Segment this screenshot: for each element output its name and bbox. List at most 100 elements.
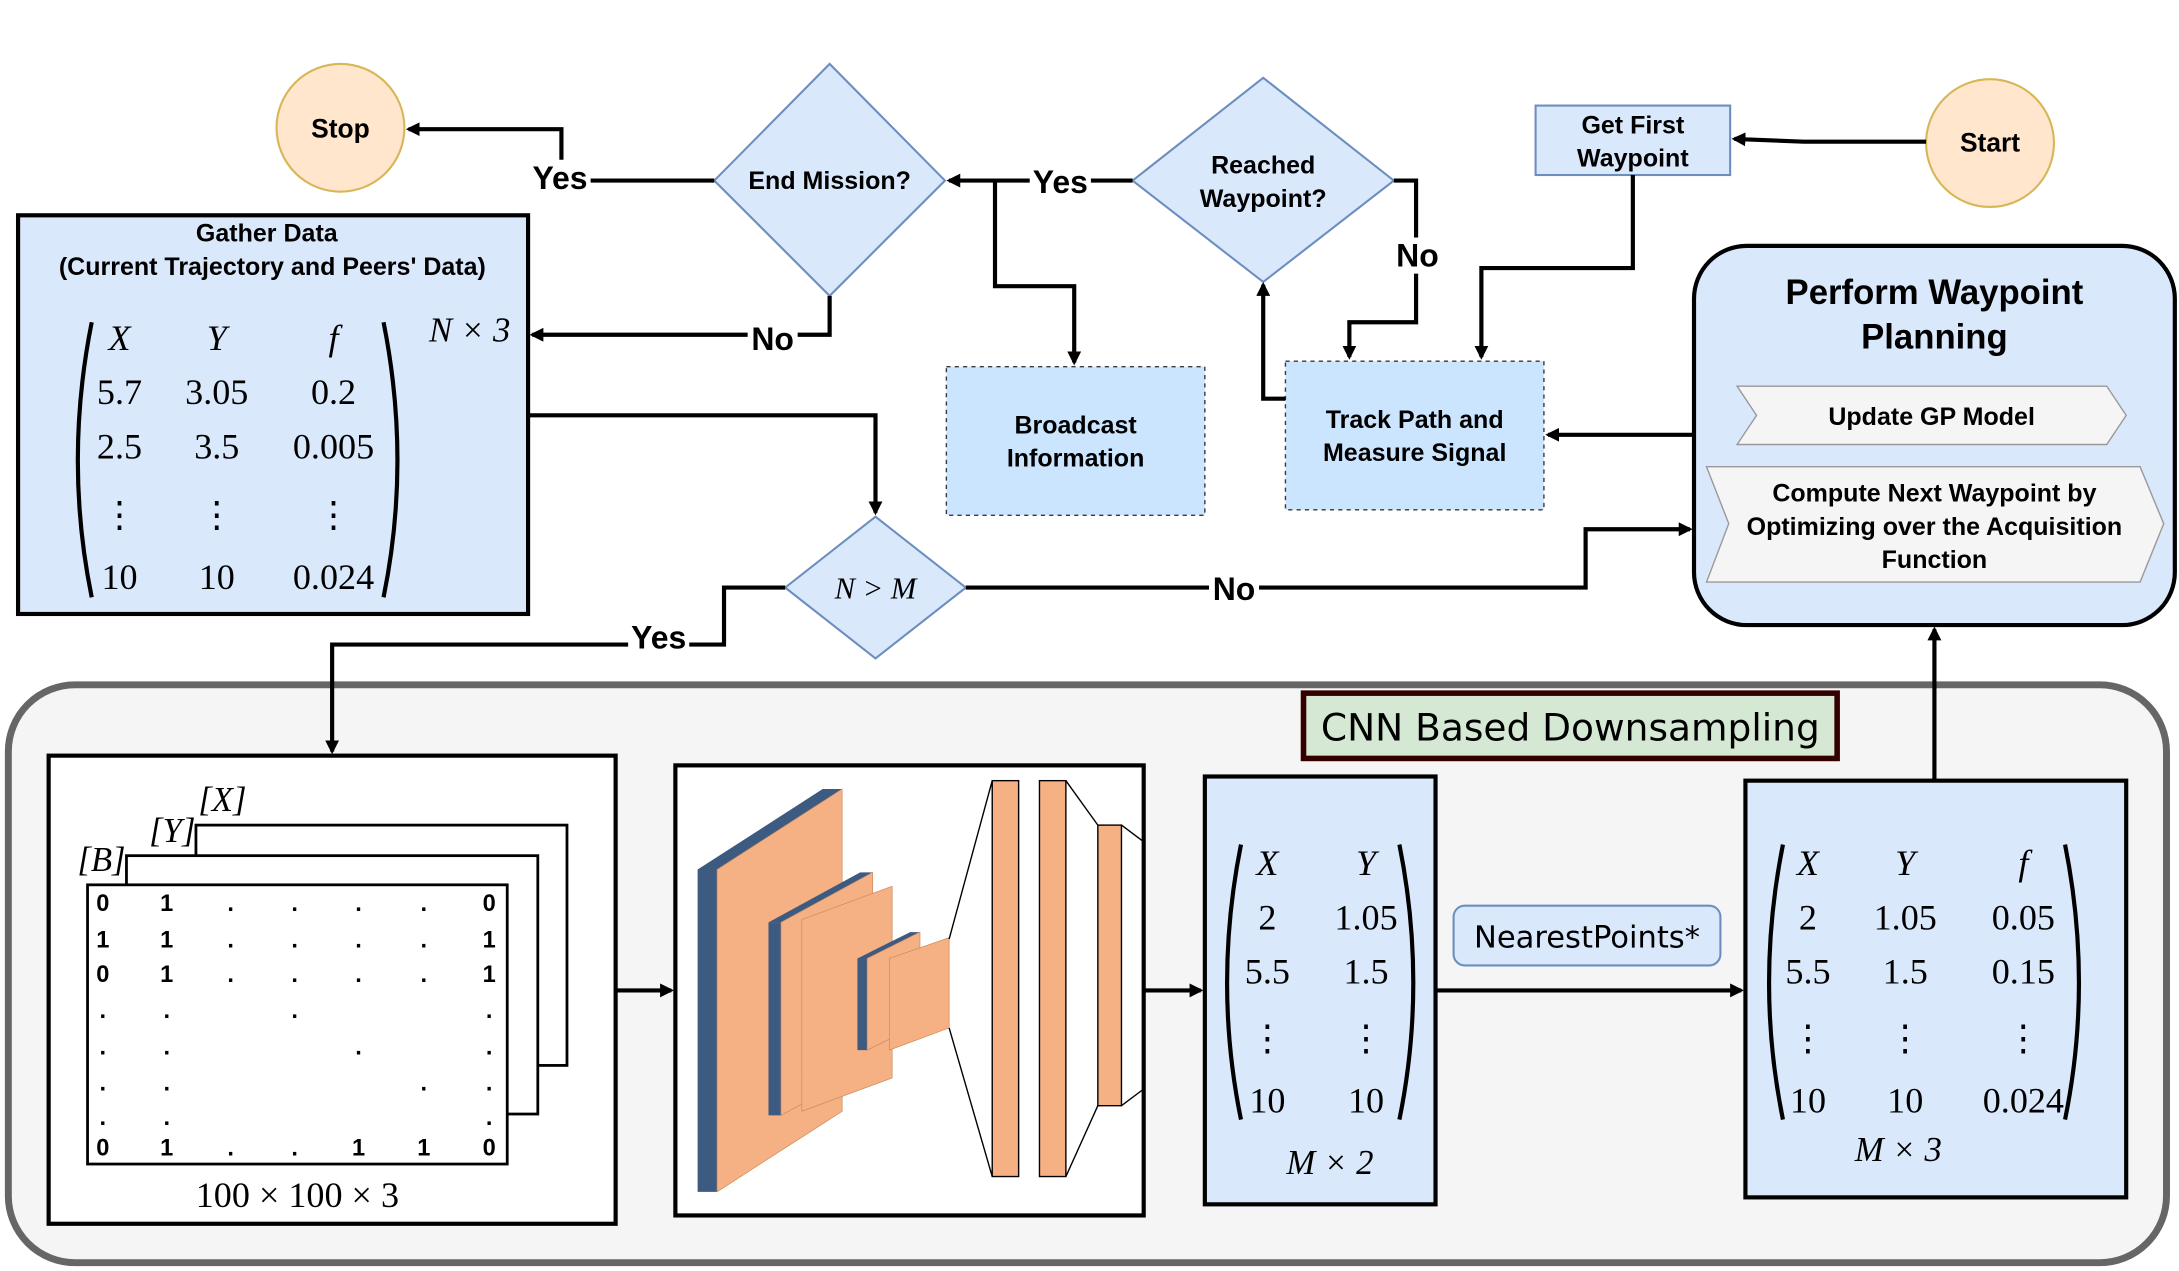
grid-cell: . [486,1034,493,1060]
gather-title-line1: Gather Data [196,220,339,248]
grid-cell: 1 [160,962,173,988]
grid-cell: . [421,962,428,988]
grid-cell: . [227,1136,234,1162]
m3_matrix-cell: 0.15 [1992,951,2055,991]
fc-layer-2 [1038,779,1067,1178]
grid-cell: . [355,927,362,953]
cnn-layers [697,779,1145,1193]
nearest-points-box [1452,904,1722,967]
broadcast-line2: Information [1007,445,1145,473]
m2_matrix-header: Y [1356,843,1380,883]
m3_matrix-cell: ⋮ [2005,1018,2041,1058]
n-gt-m-diamond [783,515,968,660]
grid-cell: . [227,927,234,953]
grid-label-b: [B] [77,840,125,879]
get-first-line1: Get First [1581,111,1684,139]
m3-left-paren [1767,844,1785,1121]
grid-cell: . [421,927,428,953]
m2_matrix-cell: 5.5 [1245,951,1290,991]
cnn-title: CNN Based Downsampling [1321,705,1820,749]
n-gt-m-label: N > M [834,572,918,606]
grid-cell: . [355,1034,362,1060]
grid-cell: . [291,998,298,1024]
conv-layer-1-side [697,869,718,1192]
m2-dims: M × 2 [1285,1143,1373,1182]
grid-cell: 1 [483,927,496,953]
start-to-first-waypoint-arrow [1731,132,1927,147]
grid-cell: . [163,1070,170,1096]
compute-next-step [1705,466,2165,583]
m2_matrix-cell: 1.5 [1343,951,1388,991]
nm-no-arrow [965,522,1693,590]
m3_matrix-header: X [1795,843,1821,883]
grid-cell: . [100,1070,107,1096]
grid-cell: . [100,1105,107,1131]
m3-dims: M × 3 [1854,1130,1942,1169]
gather-title-line2: (Current Trajectory and Peers' Data) [59,253,486,281]
edge-yes-nm: Yes [631,620,686,656]
m2_matrix-cell: ⋮ [1348,1018,1384,1058]
conv-layer-3 [801,885,893,1112]
m2_matrix-cell: ⋮ [1249,1018,1285,1058]
cnn-title-box [1300,690,1840,762]
conv-layer-2-top [768,872,873,923]
grid-cell: 0 [483,891,496,917]
grid-cell: . [355,962,362,988]
grid-cell: . [486,998,493,1024]
gather_matrix-cell: 3.5 [194,426,239,466]
broadcast-line1: Broadcast [1014,411,1137,439]
grid-cell: . [291,891,298,917]
track-to-reached-arrow [1256,281,1286,401]
grid-cell: 1 [483,962,496,988]
m3-right-paren [2063,844,2081,1121]
grid-cell: 1 [417,1136,430,1162]
m3_matrix-header: Y [1895,843,1919,883]
conv-layer-2-side [768,922,781,1116]
gather_matrix-cell: 2.5 [97,426,142,466]
gather-dims: N × 3 [428,311,510,350]
broadcast-box [945,366,1206,517]
track-path-box [1284,360,1545,511]
m3_matrix-cell: ⋮ [1887,1018,1923,1058]
m2_matrix-cell: 1.05 [1334,897,1397,937]
edge-no-nm: No [1213,571,1256,607]
gather_matrix-cell: 5.7 [97,372,142,412]
get-first-line2: Waypoint [1577,145,1689,173]
track-line2: Measure Signal [1323,439,1506,467]
gather_matrix-header: Y [207,318,231,358]
end-mission-label: End Mission? [748,167,911,195]
gather_matrix-cell: 3.05 [185,372,248,412]
grid-cell: 1 [160,891,173,917]
grid-cell: . [163,998,170,1024]
m3-matrix-box [1743,778,2129,1200]
m3_matrix-cell: 1.5 [1883,951,1928,991]
start-label: Start [1960,127,2020,157]
grid-cell: . [291,962,298,988]
gather_matrix-cell: 10 [199,557,235,597]
grid-label-y: [Y] [149,811,195,850]
connectors [325,122,1942,998]
conv-layer-4-top [857,932,920,959]
gather_matrix-cell: 0.024 [293,557,374,597]
grid-layer-b [86,883,509,1166]
m3_matrix-cell: 0.024 [1983,1081,2064,1121]
grid-cell: . [100,1034,107,1060]
m3_matrix-cell: 5.5 [1785,951,1830,991]
compute-line3: Function [1882,546,1988,574]
m3_matrix-cell: ⋮ [1790,1018,1826,1058]
m2_matrix-cell: 10 [1348,1081,1384,1121]
gather_matrix-header: X [106,318,132,358]
grid-cell: . [291,927,298,953]
m3_matrix-cell: 2 [1799,897,1817,937]
update-gp-label: Update GP Model [1828,403,2035,431]
grid-cell: . [227,962,234,988]
nearest-points-label: NearestPoints* [1474,920,1700,955]
gather_matrix-cell: ⋮ [199,494,235,534]
first-waypoint-to-track-arrow [1474,175,1635,360]
grid-cell: 1 [160,927,173,953]
m2-left-paren [1225,844,1244,1121]
update-gp-step [1735,385,2128,446]
